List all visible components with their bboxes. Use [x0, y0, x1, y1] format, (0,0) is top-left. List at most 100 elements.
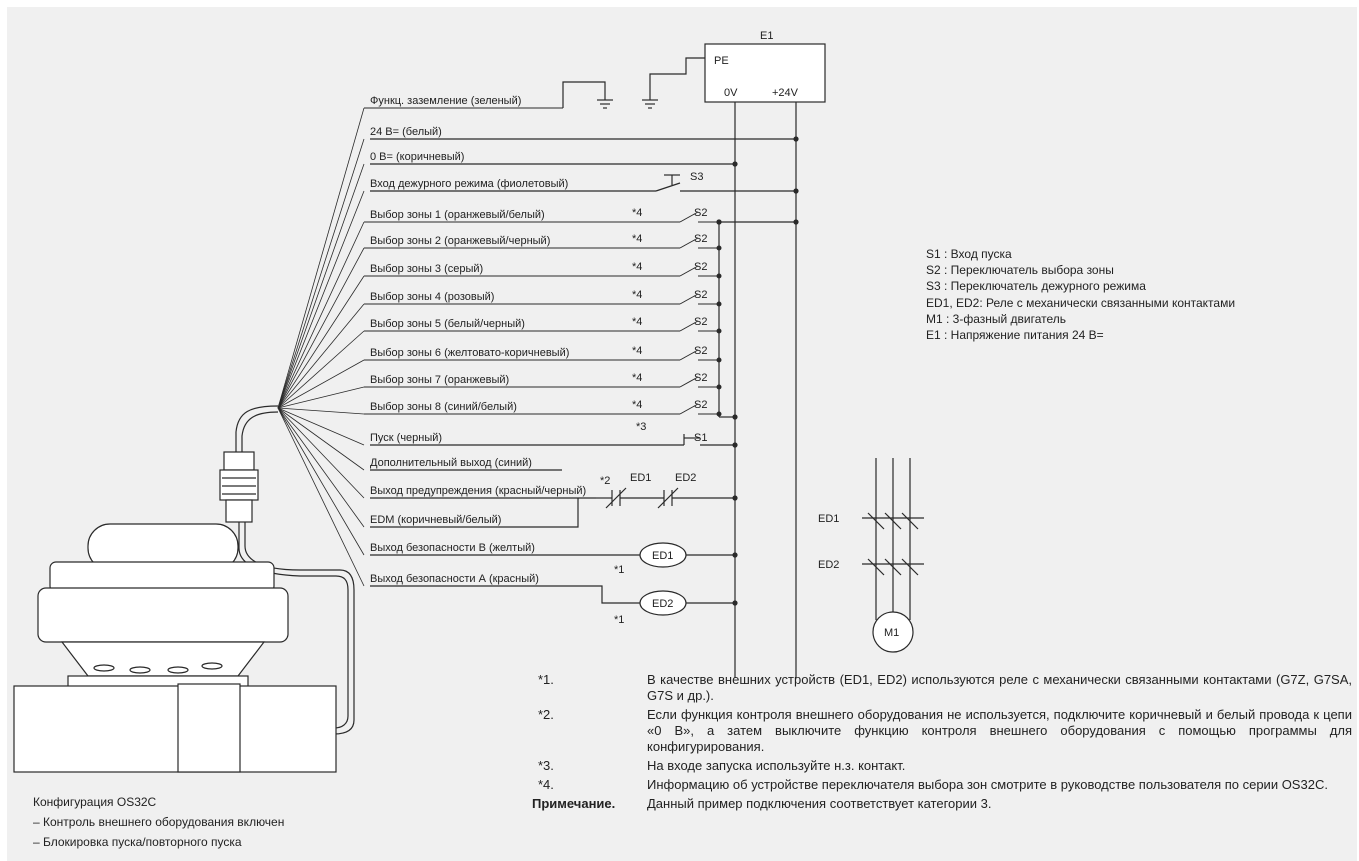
plus-v-label: +24V: [772, 87, 799, 99]
harness-wire: [277, 407, 365, 446]
legend: S1 : Вход пуска S2 : Переключатель выбор…: [926, 246, 1235, 343]
harness-wire: [277, 330, 365, 409]
mark-4: *4: [632, 233, 642, 245]
wire-label: Выход безопасности В (желтый): [370, 542, 535, 554]
zero-v-label: 0V: [724, 87, 738, 99]
junction-dot: [716, 384, 722, 390]
harness-wire: [277, 407, 365, 556]
s2-switch: [679, 320, 699, 332]
legend-item: S3 : Переключатель дежурного режима: [926, 279, 1146, 294]
footnote-mark: *1.: [538, 672, 554, 687]
harness-wire: [277, 407, 365, 528]
legend-item: S1 : Вход пуска: [926, 247, 1012, 261]
mark-4: *4: [632, 399, 642, 411]
s2-switch: [679, 376, 699, 388]
s2-label: S2: [694, 345, 707, 357]
remark-text: Данный пример подключения соответствует …: [647, 796, 992, 811]
s2-label: S2: [694, 372, 707, 384]
wire-label: Выбор зоны 7 (оранжевый): [370, 374, 509, 386]
s2-label: S2: [694, 261, 707, 273]
harness-wire: [277, 163, 365, 409]
footnote-mark: *4.: [538, 777, 554, 792]
footnote: *4. Информацию об устройстве переключате…: [532, 777, 1352, 793]
wire-label: Функц. заземление (зеленый): [370, 95, 521, 107]
mark-4: *4: [632, 316, 642, 328]
harness-wire: [277, 107, 365, 409]
harness-wire: [277, 407, 365, 471]
wire-label: Пуск (черный): [370, 432, 442, 444]
footnote: *2. Если функция контроля внешнего обору…: [532, 707, 1352, 755]
wire-label: Выход предупреждения (красный/черный): [370, 485, 586, 497]
s2-switch: [679, 293, 699, 305]
wire-label: Вход дежурного режима (фиолетовый): [370, 178, 568, 190]
s2-switch: [679, 265, 699, 277]
footnote-text: На входе запуска используйте н.з. контак…: [647, 758, 906, 773]
config-item: – Блокировка пуска/повторного пуска: [33, 835, 242, 849]
motor-label: M1: [884, 627, 899, 639]
s2-switch: [679, 211, 699, 223]
footnotes: *1. В качестве внешних устройств (ED1, E…: [532, 672, 1352, 815]
wire-label: Выбор зоны 1 (оранжевый/белый): [370, 209, 545, 221]
legend-item: S2 : Переключатель выбора зоны: [926, 263, 1114, 278]
harness-wire: [277, 138, 365, 409]
wire-label: Выбор зоны 5 (белый/черный): [370, 318, 525, 330]
mark-1-a: *1: [614, 564, 624, 576]
footnote-text: В качестве внешних устройств (ED1, ED2) …: [647, 672, 1352, 703]
mark-4: *4: [632, 261, 642, 273]
mark-4: *4: [632, 289, 642, 301]
s2-label: S2: [694, 207, 707, 219]
s2-switch: [679, 403, 699, 415]
wire-label: Выбор зоны 6 (желтовато-коричневый): [370, 347, 569, 359]
s2-label: S2: [694, 316, 707, 328]
wire-label: Выбор зоны 8 (синий/белый): [370, 401, 517, 413]
configuration-block: Конфигурация OS32C – Контроль внешнего о…: [33, 792, 284, 852]
s2-label: S2: [694, 233, 707, 245]
remark-mark: Примечание.: [532, 796, 616, 811]
wire-label: Дополнительный выход (синий): [370, 457, 532, 469]
mark-1-b: *1: [614, 614, 624, 626]
harness-wire: [277, 221, 365, 409]
connector-bottom: [225, 499, 253, 523]
legend-item: ED1, ED2: Реле с механически связанными …: [926, 295, 1236, 310]
e1-label: E1: [760, 30, 773, 42]
harness-wire: [277, 275, 365, 409]
harness-wire: [277, 407, 365, 587]
ed1-motor-label: ED1: [818, 513, 839, 525]
junction-dot: [716, 245, 722, 251]
wire-label: Выбор зоны 4 (розовый): [370, 291, 494, 303]
harness-wire: [277, 303, 365, 409]
ed1-coil-label: ED1: [652, 550, 673, 562]
s1-label: S1: [694, 432, 707, 444]
wire-label: 0 В= (коричневый): [370, 151, 464, 163]
footnote-mark: *3.: [538, 758, 554, 773]
remark: Примечание. Данный пример подключения со…: [532, 796, 1352, 812]
footnote: *1. В качестве внешних устройств (ED1, E…: [532, 672, 1352, 704]
legend-item: E1 : Напряжение питания 24 В=: [926, 328, 1104, 343]
harness-wire: [277, 359, 365, 409]
footnote-text: Информацию об устройстве переключателя в…: [647, 777, 1328, 792]
ed2-motor-label: ED2: [818, 559, 839, 571]
footnote-text: Если функция контроля внешнего оборудова…: [647, 707, 1352, 754]
config-title: Конфигурация OS32C: [33, 795, 157, 809]
s2-label: S2: [694, 289, 707, 301]
mark-4: *4: [632, 345, 642, 357]
harness-wire: [277, 386, 365, 409]
wire-label: Выбор зоны 3 (серый): [370, 263, 483, 275]
harness-wire: [277, 190, 365, 409]
mark-4: *4: [632, 207, 642, 219]
s2-switch: [679, 349, 699, 361]
junction-dot: [716, 273, 722, 279]
wire-label: Выбор зоны 2 (оранжевый/черный): [370, 235, 550, 247]
mark-2: *2: [600, 475, 610, 487]
s2-label: S2: [694, 399, 707, 411]
power-supply-box: [704, 43, 826, 103]
ed1-contact-label: ED1: [630, 472, 651, 484]
s3-label: S3: [690, 171, 703, 183]
junction-dot: [716, 301, 722, 307]
connector-top: [223, 451, 255, 471]
legend-item: M1 : 3-фазный двигатель: [926, 311, 1067, 326]
junction-dot: [716, 219, 722, 225]
config-item: – Контроль внешнего оборудования включен: [33, 815, 285, 829]
harness-wire: [277, 407, 365, 499]
